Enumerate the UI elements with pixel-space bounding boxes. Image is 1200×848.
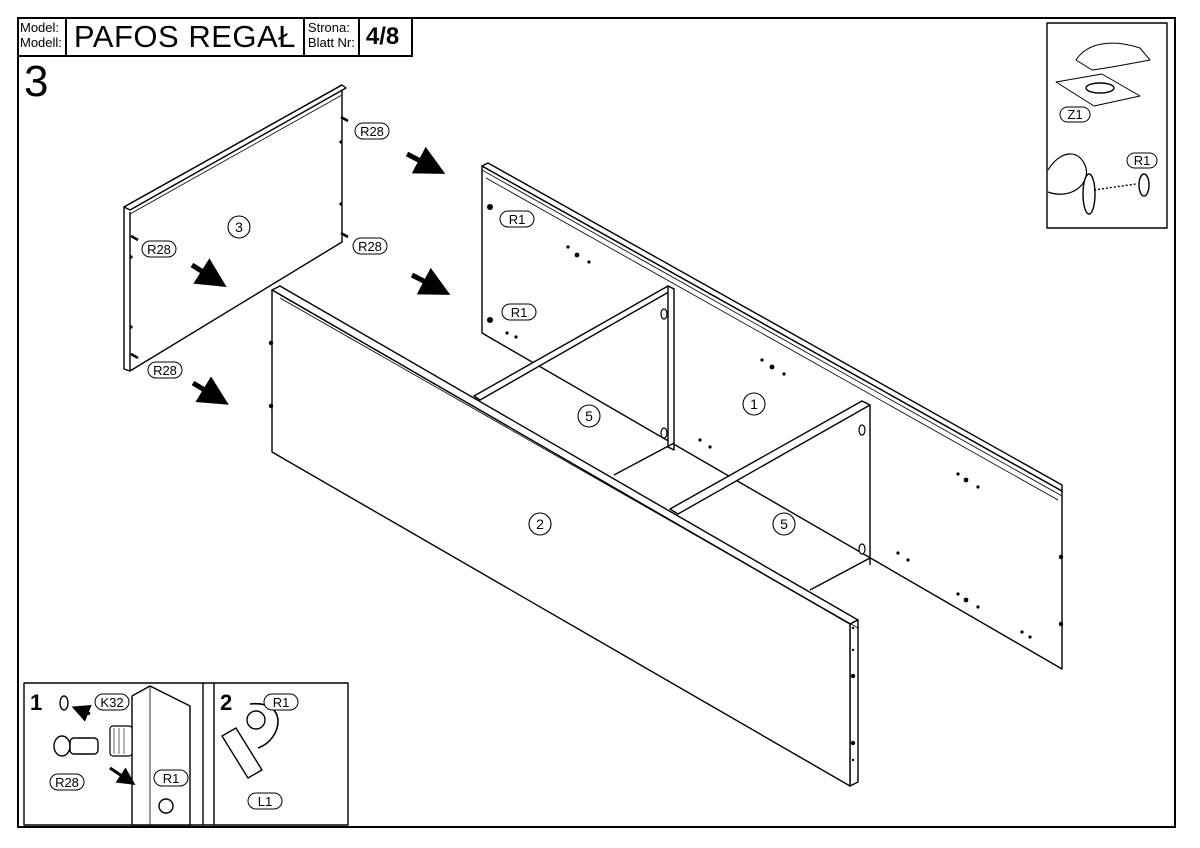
detail-r28-label: R28	[55, 775, 79, 790]
detail-box	[23, 682, 349, 826]
hw-r28-mid-right: R28	[358, 239, 382, 254]
hw-r1-upper: R1	[509, 212, 526, 227]
page-frame	[17, 17, 1176, 828]
panel-label-2: 2	[536, 516, 544, 532]
dowels	[130, 115, 349, 360]
detail-step-1-number: 1	[30, 690, 42, 715]
back-panel-1	[481, 162, 1063, 670]
step-number: 3	[24, 57, 49, 106]
callout-circle-5b	[772, 512, 796, 536]
detail-step-2-number: 2	[220, 690, 232, 715]
panel-label-1: 1	[750, 396, 758, 412]
front-panel-2	[271, 285, 859, 787]
page-label-de: Blatt Nr:	[307, 35, 355, 50]
detail-k32-label: K32	[100, 695, 123, 710]
detail-r1-label-step1: R1	[163, 771, 180, 786]
detail-r1-label-step2: R1	[273, 695, 290, 710]
tip-r1-label: R1	[1134, 153, 1151, 168]
model-label-cell: Model: Modell:	[17, 17, 67, 55]
holes	[129, 140, 1064, 762]
callout-circle-1	[742, 392, 766, 416]
hw-r28-bottom-left: R28	[153, 363, 177, 378]
panel-label-5-upper: 5	[585, 408, 593, 424]
tip-box	[1046, 22, 1168, 229]
tip-z1-label: Z1	[1067, 107, 1082, 122]
hw-r28-top-left: R28	[147, 242, 171, 257]
panel-label-5-lower: 5	[780, 516, 788, 532]
page-label-cell: Strona: Blatt Nr:	[305, 17, 360, 55]
detail-l1-label: L1	[258, 794, 272, 809]
hw-r1-lower: R1	[511, 305, 528, 320]
page-number: 4/8	[365, 23, 400, 50]
divider-panel-left	[613, 285, 675, 476]
callout-circle-5a	[577, 404, 601, 428]
page-label-pl: Strona:	[307, 20, 350, 35]
model-label-de: Modell:	[20, 35, 62, 50]
shelf-panel-lower	[669, 400, 871, 591]
callout-circle-2	[528, 512, 552, 536]
model-name: PAFOS REGAŁ	[67, 17, 305, 55]
model-label-pl: Model:	[20, 20, 60, 35]
panel-label-3: 3	[235, 219, 243, 235]
title-block: Model: Modell: PAFOS REGAŁ Strona: Blatt…	[17, 17, 414, 57]
hw-r28-top-right: R28	[360, 124, 384, 139]
arrows	[190, 146, 451, 405]
callout-circle-3	[227, 215, 251, 239]
